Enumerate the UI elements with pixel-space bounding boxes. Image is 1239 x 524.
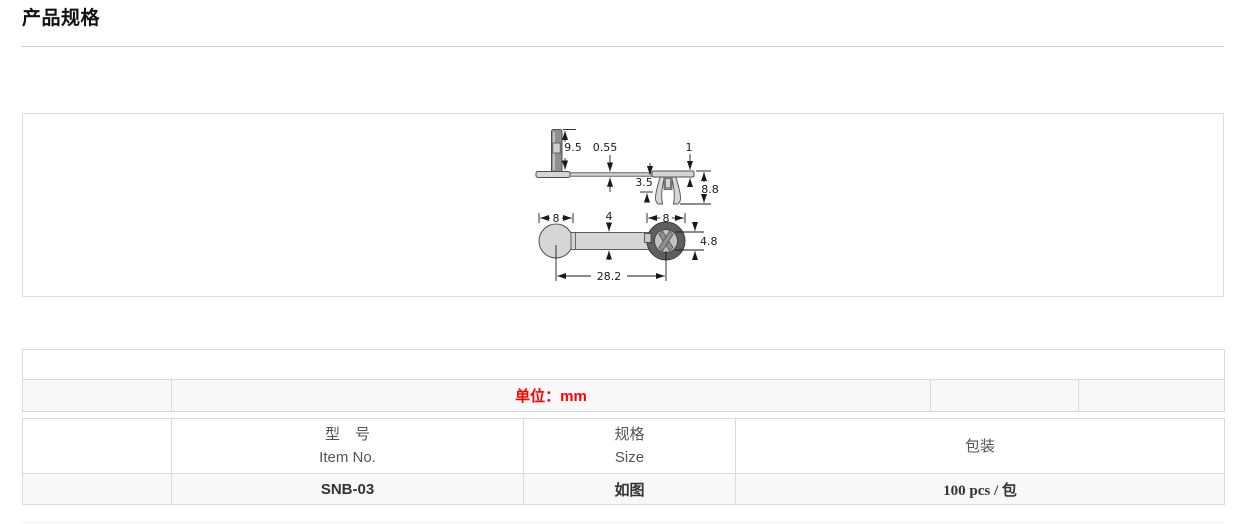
diagram-panel: 9.5 0.55 3.5 1 8.8 — [22, 113, 1224, 297]
spec-header-size-en: Size — [614, 449, 645, 466]
dim-pin-height: 9.5 — [564, 141, 582, 154]
dim-snap-height: 8.8 — [701, 183, 719, 196]
unit-table-unit-row: 单位：mm — [22, 379, 1225, 412]
spec-header-item-en: Item No. — [319, 449, 376, 466]
spec-data-size-cell: 如图 — [523, 473, 736, 505]
dim-head-height: 1 — [686, 141, 693, 154]
unit-table-spacer-row — [22, 349, 1225, 380]
dim-strap-width: 4 — [606, 210, 613, 223]
spec-table: 型 号 Item No. 规格 Size 包装 SNB-03 如图 100 pc… — [22, 418, 1225, 505]
dim-clearance: 3.5 — [635, 176, 653, 189]
dim-snap-head-dia: 8 — [663, 212, 670, 225]
bottom-view-dimension-labels: 8 4 8 4.8 28.2 — [553, 210, 718, 283]
page-content: 产品规格 — [22, 0, 1225, 523]
dim-strap-thickness: 0.55 — [593, 141, 618, 154]
dim-pin-head-dia: 8 — [553, 212, 560, 225]
spec-table-header-row: 型 号 Item No. 规格 Size 包装 — [22, 418, 1225, 474]
unit-row-mid-cell — [930, 379, 1079, 412]
title-divider — [22, 46, 1224, 47]
technical-drawing-image: 9.5 0.55 3.5 1 8.8 — [535, 129, 719, 283]
unit-table-spacer-cell — [22, 349, 1225, 380]
dim-overall-length: 28.2 — [597, 270, 622, 283]
spec-header-corner-cell — [22, 418, 172, 474]
spec-header-pack-cell: 包装 — [735, 418, 1225, 474]
unit-row-left-cell — [22, 379, 172, 412]
bottom-view-dimension-lines — [538, 213, 704, 281]
spec-data-pack-cell: 100 pcs / 包 — [735, 473, 1225, 505]
spec-header-size-cell: 规格 Size — [523, 418, 736, 474]
side-view-dimension-lines — [561, 129, 711, 205]
spec-data-item-cell: SNB-03 — [171, 473, 524, 505]
unit-label: 单位：mm — [515, 388, 587, 405]
spec-data-corner-cell — [22, 473, 172, 505]
spec-table-data-row: SNB-03 如图 100 pcs / 包 — [22, 473, 1225, 505]
side-view-dimension-labels: 9.5 0.55 3.5 1 8.8 — [564, 141, 719, 196]
spec-header-item-cell: 型 号 Item No. — [171, 418, 524, 474]
bottom-divider — [22, 522, 1224, 523]
spec-header-size-zh: 规格 — [614, 426, 645, 443]
page-title: 产品规格 — [22, 8, 101, 29]
bottom-view-part — [538, 221, 686, 261]
dim-snap-dia: 4.8 — [700, 235, 718, 248]
unit-row-label-cell: 单位：mm — [171, 379, 931, 412]
unit-row-right-cell — [1078, 379, 1225, 412]
spec-header-pack-zh: 包装 — [964, 437, 995, 455]
spec-header-item-zh: 型 号 — [324, 426, 370, 443]
unit-table: 单位：mm — [22, 349, 1225, 412]
